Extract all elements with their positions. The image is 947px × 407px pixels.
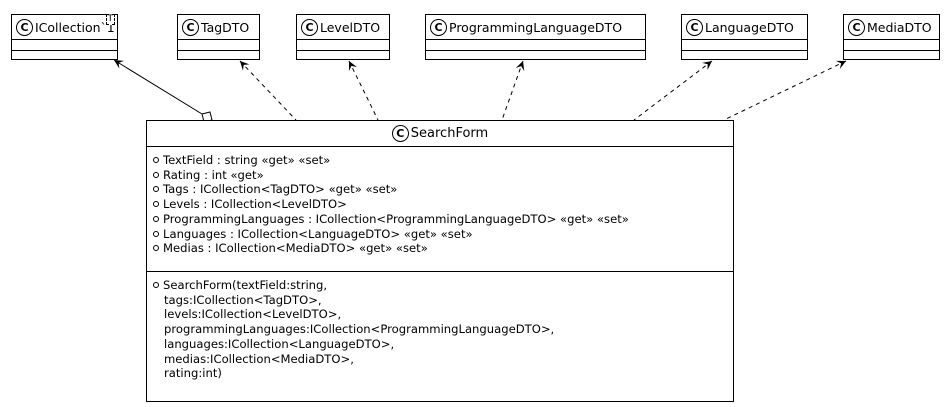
constructor-param: programmingLanguages:ICollection<Program…	[164, 322, 555, 337]
relation-tagdto	[239, 60, 297, 121]
class-badge: C	[430, 18, 447, 36]
constructor-param: medias:ICollection<MediaDTO>,	[164, 351, 354, 366]
public-visibility-icon	[153, 201, 159, 208]
relation-languagedto	[633, 60, 713, 121]
attribute-levels: Levels : ICollection<LevelDTO>	[153, 197, 733, 212]
constructor-param: rating:int)	[164, 366, 222, 381]
fields-compartment	[297, 39, 389, 50]
attributes-compartment: TextField : string «get» «set» Rating : …	[147, 146, 733, 271]
fields-compartment	[178, 39, 259, 50]
class-languagedto[interactable]: C LanguageDTO	[681, 14, 808, 60]
class-name: SearchForm	[410, 126, 489, 141]
class-badge: C	[301, 18, 318, 36]
class-searchform[interactable]: C SearchForm TextField : string «get» «s…	[146, 120, 734, 402]
attribute-languages: Languages : ICollection<LanguageDTO> «ge…	[153, 227, 733, 242]
public-visibility-icon	[153, 230, 159, 237]
class-name: LevelDTO	[320, 19, 381, 35]
class-mediadto[interactable]: C MediaDTO	[843, 14, 940, 60]
operations-compartment: SearchForm(textField:string, tags:IColle…	[147, 271, 733, 381]
fields-compartment	[426, 39, 645, 50]
class-tagdto[interactable]: C TagDTO	[177, 14, 260, 60]
public-visibility-icon	[153, 245, 159, 252]
class-badge: C	[686, 18, 703, 36]
methods-compartment	[682, 50, 807, 51]
class-name: TagDTO	[201, 19, 250, 35]
generic-parameter: T	[105, 14, 115, 25]
methods-compartment	[178, 50, 259, 51]
methods-compartment	[844, 50, 939, 51]
public-visibility-icon	[153, 186, 159, 193]
public-visibility-icon	[153, 282, 159, 288]
class-badge: C	[182, 18, 199, 36]
class-name: LanguageDTO	[705, 19, 794, 35]
class-badge: C	[848, 18, 865, 36]
methods-compartment	[12, 50, 117, 51]
public-visibility-icon	[153, 157, 159, 163]
class-icollection[interactable]: C ICollection`1 T	[11, 14, 118, 60]
methods-compartment	[426, 50, 645, 51]
relation-mediadto	[723, 60, 847, 121]
relation-programminglanguagedto	[501, 60, 525, 121]
class-leveldto[interactable]: C LevelDTO	[296, 14, 390, 60]
public-visibility-icon	[153, 171, 159, 178]
constructor-param: languages:ICollection<LanguageDTO>,	[164, 336, 395, 351]
methods-compartment	[297, 50, 389, 51]
relation-leveldto	[348, 60, 379, 121]
attribute-textfield: TextField : string «get» «set»	[153, 153, 733, 168]
attribute-programminglanguages: ProgrammingLanguages : ICollection<Progr…	[153, 212, 733, 227]
fields-compartment	[12, 39, 117, 50]
attribute-rating: Rating : int «get»	[153, 168, 733, 183]
public-visibility-icon	[153, 215, 159, 222]
attribute-medias: Medias : ICollection<MediaDTO> «get» «se…	[153, 241, 733, 256]
constructor-param: tags:ICollection<TagDTO>,	[164, 292, 322, 307]
class-name: ICollection`1	[35, 19, 115, 35]
class-badge: C	[16, 18, 33, 36]
attribute-tags: Tags : ICollection<TagDTO> «get» «set»	[153, 182, 733, 197]
class-badge: C	[391, 125, 409, 142]
class-name: ProgrammingLanguageDTO	[449, 19, 623, 35]
class-programminglanguagedto[interactable]: C ProgrammingLanguageDTO	[425, 14, 646, 60]
fields-compartment	[844, 39, 939, 50]
fields-compartment	[682, 39, 807, 50]
class-name: MediaDTO	[867, 19, 932, 35]
constructor-param: levels:ICollection<LevelDTO>,	[164, 307, 342, 322]
relation-icollection	[113, 59, 203, 115]
constructor-signature: SearchForm(textField:string,	[153, 278, 733, 293]
